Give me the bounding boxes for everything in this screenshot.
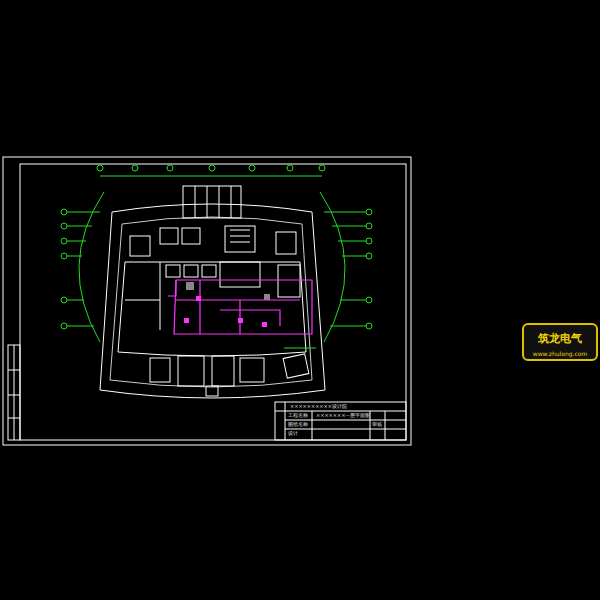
logo-url: www.zhulong.com <box>529 350 591 357</box>
logo-badge: 筑龙电气 www.zhulong.com <box>522 323 598 361</box>
title-block-text: ××××××××××设计院 <box>290 404 347 410</box>
title-block-text: 审核 <box>372 422 382 428</box>
logo-title: 筑龙电气 <box>529 331 591 346</box>
title-block-text: 设计 <box>288 431 298 437</box>
title-block-text: 工程名称 <box>288 413 308 419</box>
title-block-text: ×××××××一层平面图 <box>316 413 370 419</box>
title-block-text: 图纸名称 <box>288 422 308 428</box>
